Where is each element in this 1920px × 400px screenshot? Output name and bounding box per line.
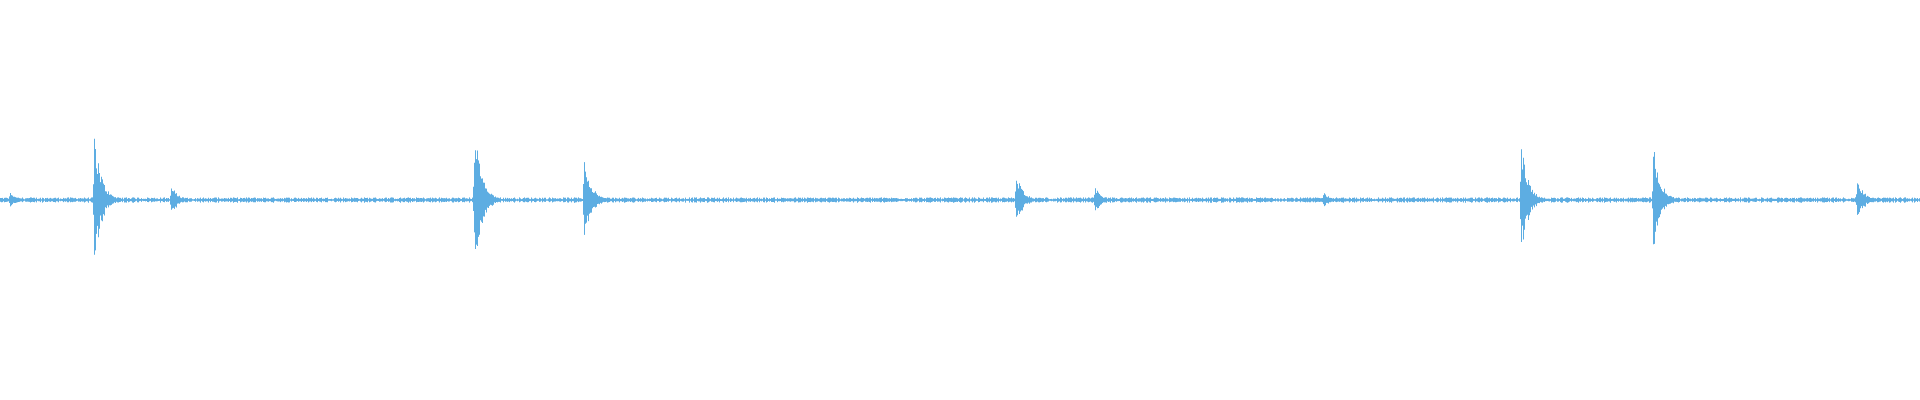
waveform-amplitude: [0, 138, 1920, 255]
waveform-trace: [0, 138, 1920, 255]
